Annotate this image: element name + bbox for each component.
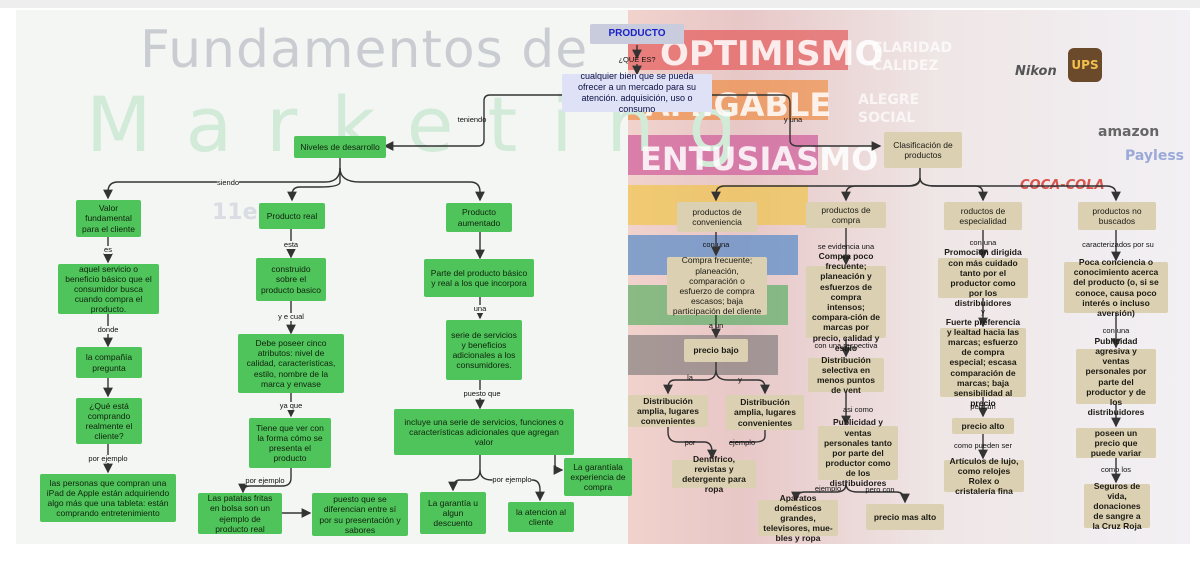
- node-pub-agresiva: Publicidad agresiva y ventas personales …: [1076, 336, 1156, 417]
- bg-title-fundamentos: Fundamentos de: [140, 20, 589, 80]
- node-producto-real: Producto real: [259, 203, 325, 229]
- node-seguros: Seguros de vida, donaciones de sangre a …: [1084, 481, 1150, 531]
- label-siendo: siendo: [216, 178, 240, 187]
- node-puesto-que: puesto que se diferencian entre sí por s…: [312, 493, 408, 536]
- label-por-ejemplo-3: por ejemplo: [492, 475, 532, 484]
- label-que-es: ¿QUÉ ES?: [618, 55, 656, 64]
- node-serie: serie de servicios y beneficios adiciona…: [446, 320, 522, 380]
- label-caracterizados: caracterizados por su: [1082, 240, 1154, 249]
- label-pero-un: pero un: [970, 402, 996, 411]
- node-publicidad-ventas: Publicidad y ventas personales tanto por…: [818, 417, 898, 488]
- label-con-una-respectiva: con una respectiva: [814, 341, 878, 350]
- bg-brand-amazon: amazon: [1098, 124, 1160, 140]
- bg-brand-ups: UPS: [1068, 48, 1102, 82]
- bg-word-calidez: CALIDEZ: [872, 58, 939, 74]
- node-debe-poseer: Debe poseer cinco atributos: nivel de ca…: [238, 334, 344, 393]
- label-puesto-que: puesto que: [463, 389, 501, 398]
- label-por: por: [684, 438, 696, 447]
- label-con-una-2: con una: [969, 238, 997, 247]
- node-garantia-algun: La garantía u algun descuento: [420, 492, 486, 534]
- label-con-una-3: con una: [1102, 326, 1130, 335]
- label-una: una: [473, 304, 487, 313]
- node-poca-conciencia: Poca conciencia o conocimiento acerca de…: [1064, 257, 1168, 318]
- node-incluye: incluye una serie de servicios, funcione…: [394, 409, 574, 455]
- node-precio-alto-2: precio alto: [952, 418, 1014, 434]
- bg-word-optimismo: OPTIMISMO: [660, 34, 884, 74]
- node-fuerte-pref: Fuerte preferencia y lealtad hacia las m…: [940, 317, 1026, 408]
- label-esta: esta: [283, 240, 299, 249]
- label-es: es: [104, 245, 112, 254]
- node-dist-amplia-2: Distribución amplia, lugares conveniente…: [726, 395, 804, 430]
- node-compra: productos de compra: [806, 202, 886, 228]
- label-y: y: [738, 375, 742, 384]
- node-dist-selectiva: Distribución selectiva en menos puntos d…: [808, 355, 884, 395]
- node-tiene-que-ver: Tiene que ver con la forma cómo se prese…: [249, 418, 331, 468]
- label-la: la: [687, 373, 693, 382]
- label-por-ejemplo-2: por ejemplo: [245, 476, 285, 485]
- node-servicio-beneficio: aquel servicio o beneficio básico que el…: [58, 264, 159, 314]
- node-compra-poco: Compra poco frecuente; planeación y esfu…: [806, 251, 886, 353]
- label-y-e-cual: y e cual: [278, 312, 304, 321]
- node-producto-aumentado: Producto aumentado: [446, 203, 512, 232]
- label-a-un: a un: [708, 321, 724, 330]
- node-ipad: las personas que compran una iPad de App…: [40, 474, 176, 522]
- node-no-buscados: productos no buscados: [1078, 202, 1156, 230]
- top-strip: [0, 0, 1200, 8]
- node-especialidad: roductos de especialidad: [944, 202, 1022, 230]
- label-ya-que: ya que: [279, 401, 303, 410]
- node-definicion: cualquier bien que se pueda ofrecer a un…: [562, 71, 712, 114]
- node-compra-frecuente: Compra frecuente; planeación, comparació…: [667, 255, 767, 316]
- label-con-una-1: con una: [702, 240, 730, 249]
- label-se-evidencia: se evidencia una: [817, 242, 875, 251]
- node-poseen-precio: poseen un precio que puede variar: [1076, 428, 1156, 458]
- node-articulos-lujo: Artículos de lujo, como relojes Rolex o …: [944, 456, 1024, 496]
- label-asi-como: asi como: [842, 405, 874, 414]
- bg-brand-nikon: Nikon: [1015, 64, 1057, 79]
- node-construido: construido sobre el producto basico: [256, 258, 326, 301]
- label-como-pueden-ser: como pueden ser: [954, 441, 1012, 450]
- node-garantia-exp: La garantíala experiencia de compra: [564, 458, 632, 496]
- node-valor: Valor fundamental para el cliente: [76, 200, 141, 237]
- label-ejemplo-2: ejemplo: [814, 484, 842, 493]
- label-como-los: como los: [1100, 465, 1132, 474]
- bg-edition: 11e: [212, 200, 258, 225]
- label-por-ejemplo-1: por ejemplo: [88, 454, 128, 463]
- node-promocion: Promoción dirigida con más cuidado tanto…: [938, 247, 1028, 308]
- node-atencion: la atencion al cliente: [508, 502, 574, 532]
- node-parte-basico: Parte del producto básico y real a los q…: [424, 259, 534, 297]
- node-patatas: Las patatas fritas en bolsa son un ejemp…: [198, 493, 282, 534]
- node-niveles: Niveles de desarrollo: [294, 136, 386, 158]
- label-y-una: y una: [783, 115, 803, 124]
- node-producto: PRODUCTO: [590, 24, 684, 44]
- bg-word-social: SOCIAL: [858, 110, 916, 126]
- bg-brand-payless: Payless: [1125, 148, 1184, 164]
- label-y-2: y: [981, 307, 985, 316]
- node-aparatos: Aparatos domésticos grandes, televisores…: [758, 493, 838, 543]
- bg-word-claridad: CLARIDAD: [872, 40, 953, 56]
- node-compania: la compañía pregunta: [76, 347, 142, 378]
- node-conveniencia: productos de conveniencia: [677, 202, 757, 232]
- label-pero-con: pero con: [865, 485, 895, 494]
- node-dist-amplia-1: Distribución amplia, lugares conveniente…: [628, 395, 708, 427]
- label-ejemplo-1: ejemplo: [728, 438, 756, 447]
- label-donde: donde: [97, 325, 119, 334]
- node-que-esta: ¿Qué está comprando realmente el cliente…: [76, 398, 142, 444]
- bg-word-alegre: ALEGRE: [858, 92, 920, 108]
- node-dentifrico: Dentífrico, revistas y detergente para r…: [672, 454, 756, 494]
- node-clasificacion: Clasificación de productos: [884, 132, 962, 168]
- bg-band-magenta: [628, 135, 818, 175]
- node-precio-bajo: precio bajo: [684, 339, 748, 362]
- node-precio-alto-1: precio mas alto: [866, 504, 944, 530]
- label-teniendo: teniendo: [457, 115, 487, 124]
